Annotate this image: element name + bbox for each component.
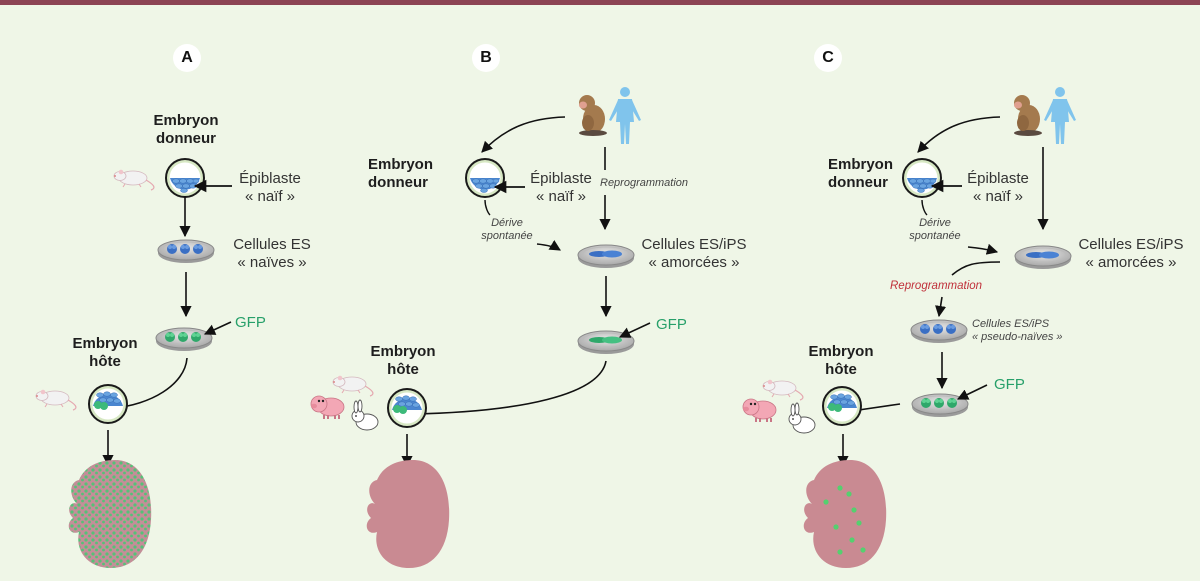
monkey-icon [579, 95, 607, 136]
host-embryo-label: Embryon hôte [808, 343, 874, 378]
spontaneous-drift-arrow [536, 240, 561, 251]
pseudo-naive-colonies [920, 324, 956, 334]
gfp-arrow [956, 384, 988, 400]
rabbit-icon [788, 402, 816, 434]
donor-embryo-blastocyst [902, 158, 942, 198]
host-embryo-label: Embryon hôte [72, 335, 138, 370]
reprogramming-arrow [935, 296, 947, 318]
human-icon [1044, 87, 1076, 144]
pig-icon [310, 395, 345, 420]
panel-a-badge: A [173, 44, 201, 72]
injection-arrow [410, 360, 607, 420]
epiblast-label: Épiblaste « naïf » [239, 170, 301, 205]
reprogramming-label: Reprogrammation [890, 280, 983, 292]
gfp-label: GFP [235, 314, 266, 331]
gfp-arrow [618, 322, 651, 338]
pseudo-naive-cells-label: Cellules ES/iPS « pseudo-naïves » [972, 318, 1063, 344]
primed-colonies [589, 250, 622, 258]
epiblast-label: Épiblaste « naïf » [967, 170, 1029, 205]
chimeric-fetus-high [68, 460, 152, 568]
donor-embryo-blastocyst [465, 158, 505, 198]
gfp-colonies [589, 336, 622, 344]
donor-embryo-blastocyst [165, 158, 205, 198]
panel-c-badge: C [814, 44, 842, 72]
spontaneous-drift-arrow [967, 243, 999, 255]
primed-cells-label: Cellules ES/iPS « amorcées » [1078, 236, 1184, 271]
top-border [0, 0, 1200, 5]
host-embryo-blastocyst [88, 384, 128, 424]
rabbit-icon [351, 399, 379, 431]
gfp-label: GFP [656, 316, 687, 333]
mouse-icon [35, 389, 77, 411]
human-icon [609, 87, 641, 144]
reprogramming-label: Reprogrammation [600, 177, 689, 189]
gfp-label: GFP [994, 376, 1025, 393]
panel-b-badge: B [472, 44, 500, 72]
spontaneous-drift-label: Dérive spontanée [481, 217, 533, 243]
epiblast-label: Épiblaste « naïf » [530, 170, 592, 205]
non-chimeric-fetus [366, 460, 450, 568]
host-embryo-blastocyst [822, 386, 862, 426]
host-embryo-label: Embryon hôte [370, 343, 436, 378]
host-embryo-blastocyst [387, 388, 427, 428]
gfp-colonies [921, 398, 957, 408]
primed-cells-label: Cellules ES/iPS « amorcées » [641, 236, 747, 271]
source-to-donor-arrow [481, 116, 566, 153]
naive-colonies [167, 244, 203, 254]
panel-c [742, 87, 1076, 568]
panel-a [35, 158, 232, 568]
primed-colonies [1026, 251, 1059, 259]
donor-embryo-label: Embryon donneur [828, 156, 894, 191]
mouse-icon [113, 169, 155, 191]
source-to-donor-arrow [917, 116, 1001, 153]
mouse-icon [332, 375, 374, 397]
spontaneous-drift-label: Dérive spontanée [909, 217, 961, 243]
reprogramming-line [951, 261, 1001, 276]
donor-embryo-label: Embryon donneur [153, 112, 219, 147]
pig-icon [742, 398, 777, 423]
mouse-icon [762, 379, 804, 401]
donor-embryo-label: Embryon donneur [368, 156, 434, 191]
monkey-icon [1014, 95, 1042, 136]
sparse-gfp-dots [823, 485, 866, 555]
es-cells-label: Cellules ES « naïves » [233, 236, 311, 271]
panel-b [310, 87, 651, 568]
gfp-arrow [203, 321, 232, 335]
chimeric-fetus-low [803, 460, 887, 568]
gfp-colonies [165, 332, 201, 342]
